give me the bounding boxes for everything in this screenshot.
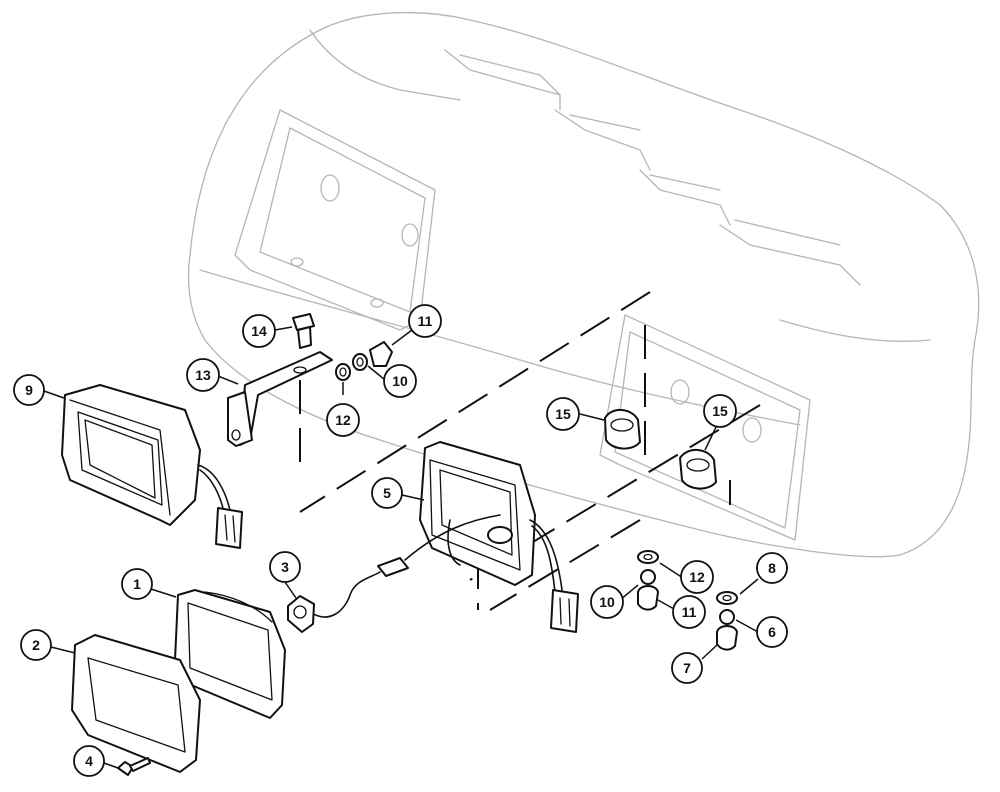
callout-15-right-label: 15 xyxy=(712,403,728,419)
callout-1: 1 xyxy=(121,568,153,600)
callout-9: 9 xyxy=(13,374,45,406)
callout-7-label: 7 xyxy=(683,660,691,676)
grommets xyxy=(604,409,717,490)
callout-11-upper-label: 11 xyxy=(418,313,433,329)
callout-12-lower: 12 xyxy=(680,560,714,594)
callout-12-lower-label: 12 xyxy=(689,569,705,585)
callout-4: 4 xyxy=(73,745,105,777)
callout-15-right: 15 xyxy=(703,394,737,428)
callout-11-lower: 11 xyxy=(672,595,706,629)
callout-10-upper-label: 10 xyxy=(392,373,408,389)
callout-14: 14 xyxy=(242,314,276,348)
callout-11-lower-label: 11 xyxy=(682,604,697,620)
bulb xyxy=(287,595,315,633)
callout-6-label: 6 xyxy=(768,624,776,640)
callout-8: 8 xyxy=(756,552,788,584)
callout-2: 2 xyxy=(20,629,52,661)
wiring-harness xyxy=(309,514,501,618)
callout-14-label: 14 xyxy=(251,323,267,339)
bolt xyxy=(292,313,315,349)
callout-15-left: 15 xyxy=(546,397,580,431)
fender-housing-ghost xyxy=(187,11,980,558)
callout-10-lower: 10 xyxy=(590,585,624,619)
callout-13: 13 xyxy=(186,358,220,392)
mounting-bracket xyxy=(227,351,333,447)
callout-12-upper: 12 xyxy=(326,403,360,437)
callout-1-label: 1 xyxy=(133,576,141,592)
callout-5-label: 5 xyxy=(383,485,391,501)
callout-8-label: 8 xyxy=(768,560,776,576)
screw xyxy=(117,757,151,776)
callout-2-label: 2 xyxy=(32,637,40,653)
callout-3: 3 xyxy=(269,551,301,583)
callout-9-label: 9 xyxy=(25,382,33,398)
callout-12-upper-label: 12 xyxy=(335,412,351,428)
callout-5: 5 xyxy=(371,477,403,509)
callout-11-upper: 11 xyxy=(408,304,442,338)
lower-right-hardware xyxy=(637,550,738,651)
alignment-lines xyxy=(299,291,761,611)
upper-hardware xyxy=(335,341,393,381)
callout-7: 7 xyxy=(671,652,703,684)
callout-4-label: 4 xyxy=(85,753,93,769)
callout-10-lower-label: 10 xyxy=(599,594,615,610)
bezel xyxy=(71,634,201,773)
callout-13-label: 13 xyxy=(195,367,211,383)
callout-10-upper: 10 xyxy=(383,364,417,398)
callout-3-label: 3 xyxy=(281,559,289,575)
callout-6: 6 xyxy=(756,616,788,648)
callout-15-left-label: 15 xyxy=(555,406,571,422)
work-lamp-left xyxy=(61,384,243,549)
leader-lines xyxy=(43,326,759,769)
